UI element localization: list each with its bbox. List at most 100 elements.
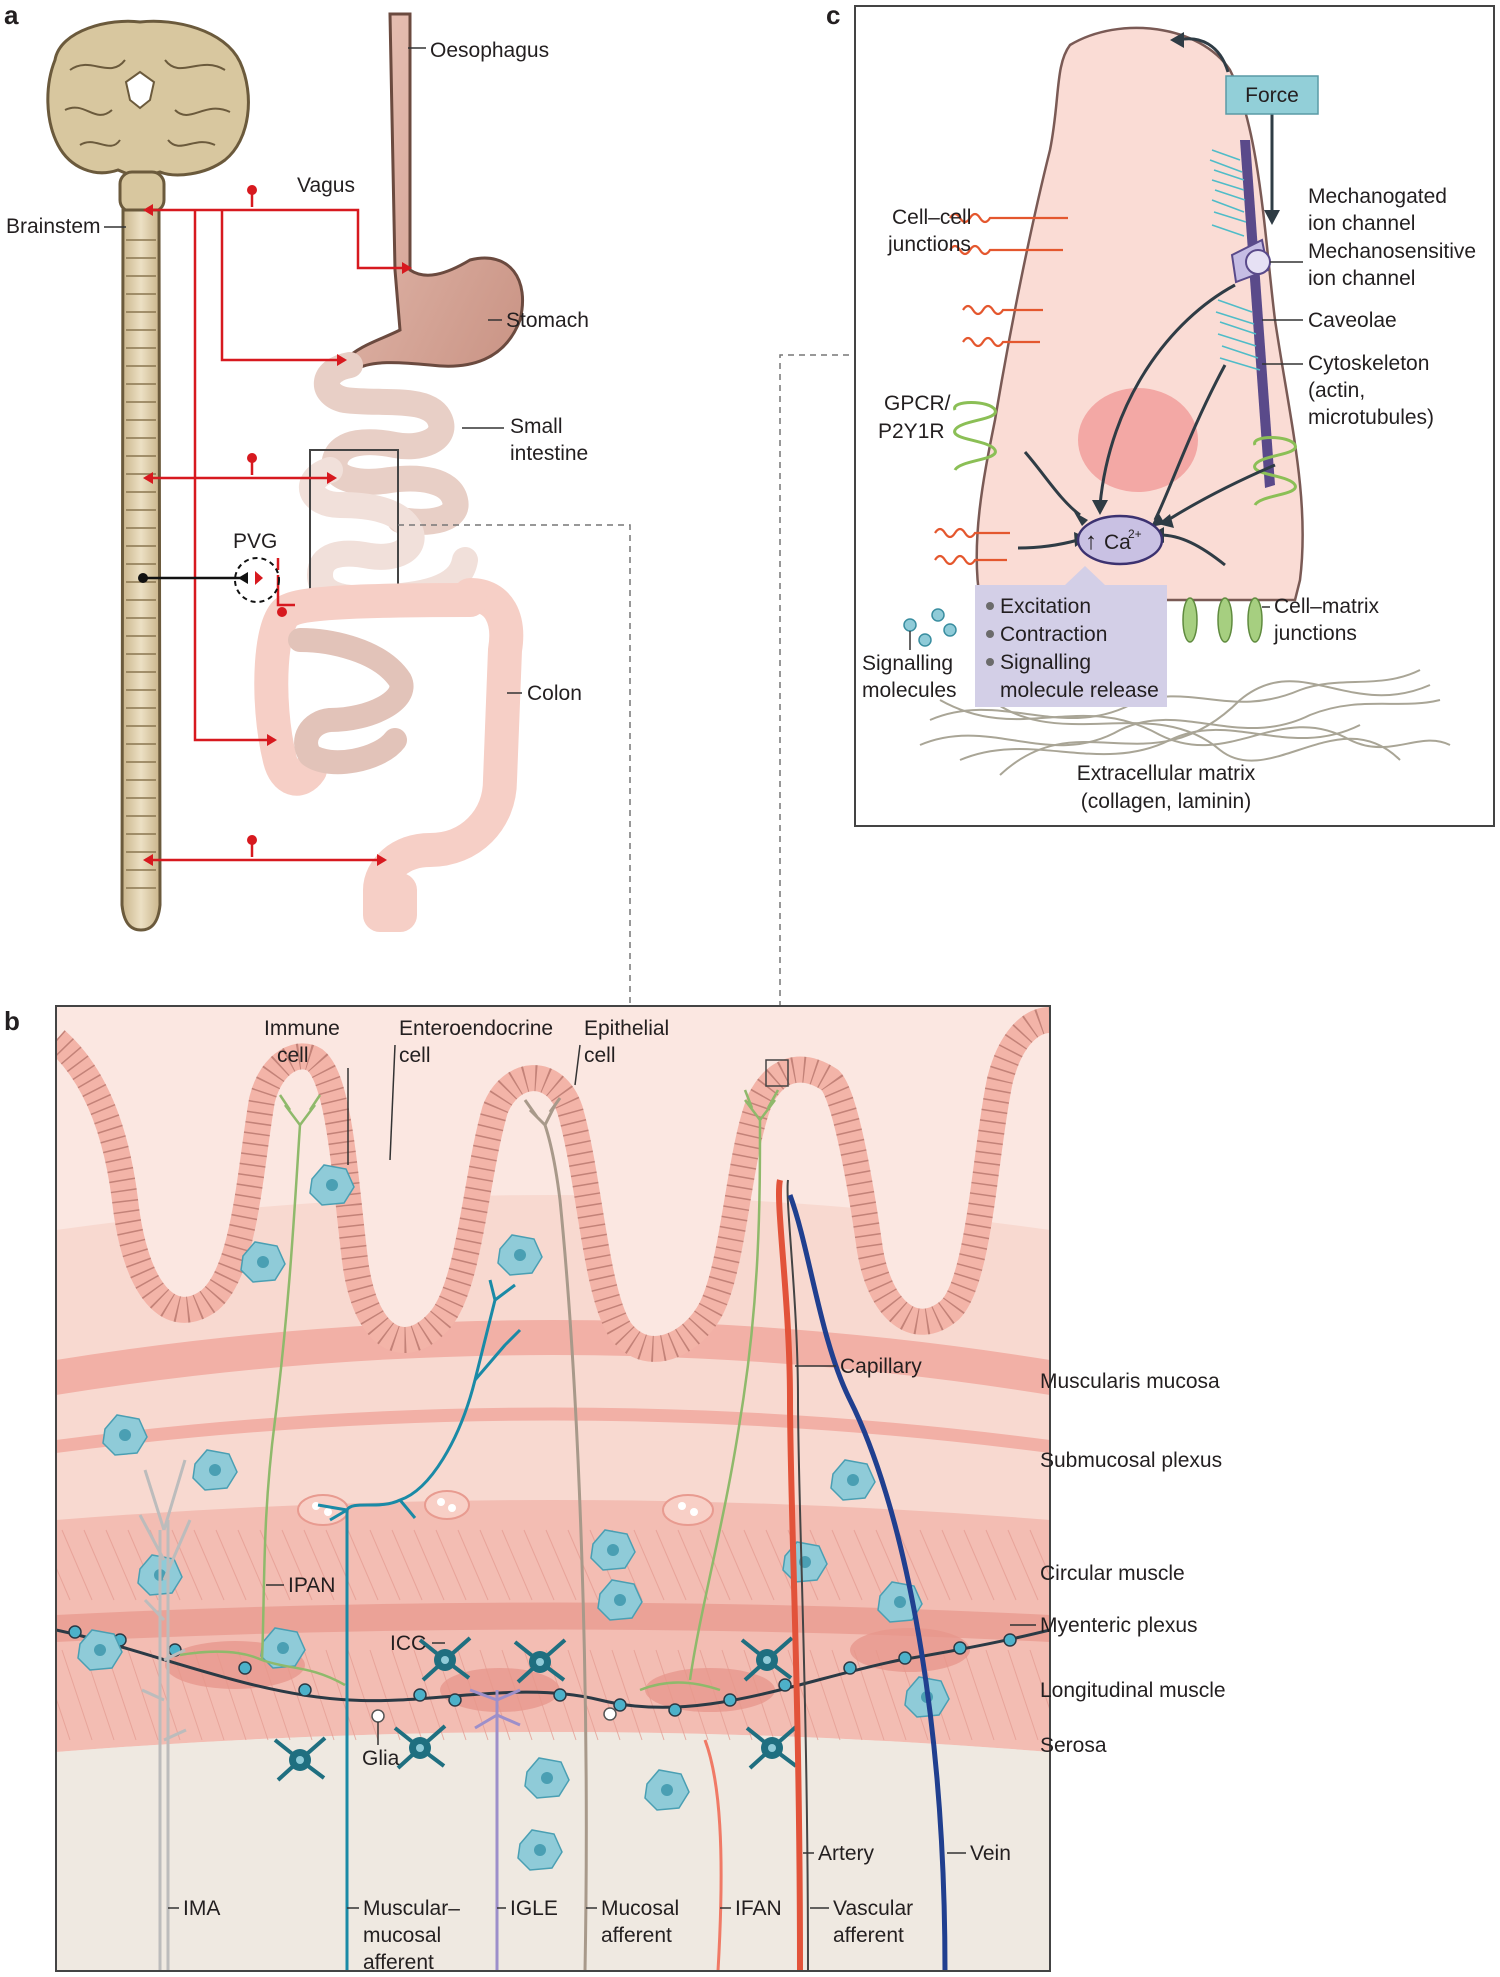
icc-cell [740,1636,794,1682]
gpcr-icons [953,401,1297,507]
label-gpcr-2: P2Y1R [878,420,945,443]
label-cytoskeleton-2: (actin, [1308,379,1365,402]
label-signalling-molecules-2: molecules [862,679,957,702]
label-immune-2: cell [277,1044,309,1067]
outcome-contraction: Contraction [1000,623,1107,646]
label-mechanogated-1: Mechanogated [1308,185,1447,208]
label-mechanogated-2: ion channel [1308,212,1415,235]
muscular-mucosal-afferent [317,1279,522,1971]
layer-serosa: Serosa [1040,1734,1107,1757]
force-label: Force [1245,84,1299,107]
vascular-afferent [786,1179,809,1971]
icc-cells [273,1636,799,1782]
outcome-signalling: Signalling [1000,651,1091,674]
label-cell-matrix-2: junctions [1273,622,1357,645]
immune-cell [497,1234,543,1276]
brain-illustration [46,19,250,214]
calcium-ellipse [1076,514,1164,566]
myenteric-neuron [68,1625,82,1639]
ifan-nerve [703,1739,723,1971]
muscularis-mucosa-layer [56,1320,1050,1395]
immune-cell [590,1529,636,1571]
panel-a-letter: a [4,0,19,30]
ipan-nerve [179,1089,780,1692]
label-mucosal-1: Mucosal [601,1897,679,1920]
immune-cell [192,1449,238,1491]
label-ipan: IPAN [288,1574,335,1597]
label-epi-1: Epithelial [584,1017,669,1040]
label-small-intestine-2: intestine [510,442,588,465]
label-brainstem: Brainstem [6,215,101,238]
signalling-molecules [903,608,957,647]
icc-cell [513,1638,567,1684]
igle-nerve [469,1688,521,1971]
label-cytoskeleton-1: Cytoskeleton [1308,352,1429,375]
immune-cell [77,1629,123,1671]
myenteric-neurons [68,1625,1017,1717]
label-glia: Glia [362,1747,400,1770]
label-cytoskeleton-3: microtubules) [1308,406,1434,429]
label-stomach: Stomach [506,309,589,332]
label-entero-2: cell [399,1044,431,1067]
signalling-arrows [1017,37,1276,567]
myenteric-neuron [723,1693,737,1707]
immune-cell [644,1769,690,1811]
myenteric-neuron [778,1678,792,1692]
myenteric-neuron [448,1693,462,1707]
icc-cell [273,1736,327,1782]
afferent-terminals [143,185,412,866]
submucosal-ganglia [297,1490,714,1526]
layer-muscularis-mucosa: Muscularis mucosa [1040,1370,1220,1393]
label-ima: IMA [183,1897,220,1920]
cell-matrix-junction-icons [1182,597,1263,643]
ima-nerve [138,1459,192,1971]
immune-cell [597,1579,643,1621]
panel-a: a [4,0,589,932]
label-mechanosensitive-2: ion channel [1308,267,1415,290]
immune-cells [77,1164,950,1871]
glia-cells [371,1707,617,1723]
label-immune-1: Immune [264,1017,340,1040]
label-vasc-2: afferent [833,1924,904,1947]
spinal-cord [120,208,162,932]
label-mm-1: Muscular– [363,1897,460,1920]
panel-b-frame [55,1005,1051,1972]
label-cell-cell-1: Cell–cell [892,206,971,229]
outcome-box [975,585,1167,707]
colon-shape [363,578,524,932]
label-ifan: IFAN [735,1897,782,1920]
panel-c: c [826,0,1495,827]
cell-cell-junction-icons [934,212,1068,566]
immune-cell [240,1241,286,1283]
vein [787,1194,948,1971]
label-small-intestine-1: Small [510,415,563,438]
label-ecm-1: Extracellular matrix [1077,762,1256,785]
label-igle: IGLE [510,1897,558,1920]
label-artery: Artery [818,1842,875,1865]
gi-tract [254,12,525,932]
calcium-superscript: 2+ [1128,527,1142,541]
force-box [1225,75,1319,115]
myenteric-neuron [298,1683,312,1697]
myenteric-band [56,1602,1050,1642]
layer-longitudinal-muscle: Longitudinal muscle [1040,1679,1226,1702]
layer-myenteric-plexus: Myenteric plexus [1040,1614,1198,1637]
calcium-label: Ca [1104,531,1131,554]
myenteric-neuron [553,1688,567,1702]
myenteric-neuron [238,1661,252,1675]
epithelium [56,1007,1050,1362]
afferent-pathways [145,193,410,862]
mucosal-afferent [523,1097,588,1971]
myenteric-neuron [843,1661,857,1675]
icc-cell [418,1636,472,1682]
artery [775,1179,803,1971]
submucosal-band [56,1407,1050,1453]
label-cell-cell-2: junctions [887,233,971,256]
panel-b-letter: b [4,1006,20,1036]
myenteric-neuron [898,1651,912,1665]
label-oesophagus: Oesophagus [430,39,549,62]
pvg-ganglion [138,557,280,603]
label-epi-2: cell [584,1044,616,1067]
myenteric-neuron [1003,1633,1017,1647]
